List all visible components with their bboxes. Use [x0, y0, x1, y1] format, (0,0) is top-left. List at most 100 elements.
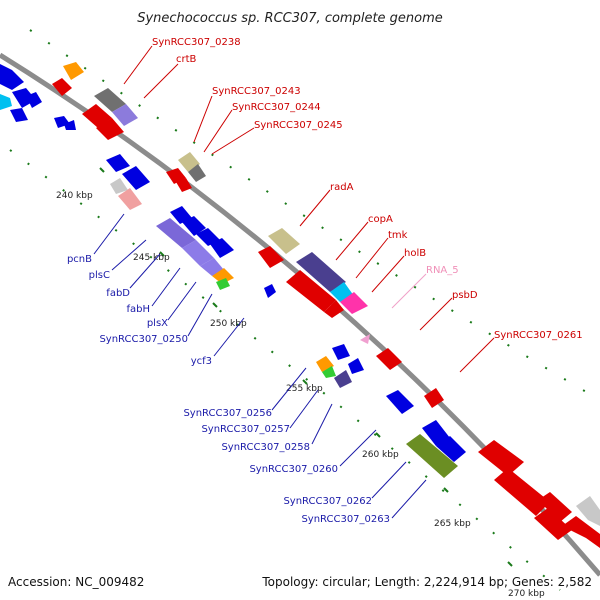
gene-cyan[interactable]	[0, 94, 12, 110]
gene-label[interactable]: SynRCC307_0257	[201, 424, 290, 435]
gene-label[interactable]: SynRCC307_0260	[249, 464, 338, 475]
leader-line	[299, 189, 331, 227]
gene-radA[interactable]	[268, 228, 300, 254]
topology-text: Topology: circular; Length: 2,224,914 bp…	[261, 575, 592, 589]
gene-label[interactable]: SynRCC307_0245	[254, 120, 343, 131]
gene-blue[interactable]	[0, 64, 24, 90]
gene-fabD[interactable]	[156, 218, 196, 248]
gene-label[interactable]: plsX	[147, 318, 168, 329]
kbp-label: 270 kbp	[508, 589, 545, 599]
gene-label[interactable]: fabH	[126, 304, 150, 315]
leader-line	[355, 237, 389, 279]
bottom-labels: pcnB plsC fabD fabH plsX SynRCC307_0250 …	[67, 254, 390, 525]
gene-SynRCC307_0238[interactable]	[63, 62, 84, 80]
gene-blue[interactable]	[182, 216, 206, 236]
gene-grey[interactable]	[94, 88, 126, 112]
gene-holB[interactable]	[340, 292, 368, 314]
leader-line	[391, 479, 427, 519]
gene-red[interactable]	[538, 492, 572, 522]
gene-plsC[interactable]	[118, 188, 142, 210]
gene-label[interactable]: SynRCC307_0261	[494, 330, 583, 341]
gene-label[interactable]: holB	[404, 248, 426, 259]
gene-SynRCC307_0262[interactable]	[406, 434, 458, 478]
gene-pcnB[interactable]	[110, 178, 128, 194]
gene-red-long[interactable]	[286, 270, 336, 312]
gene-label[interactable]: psbD	[452, 290, 478, 301]
gene-label[interactable]: RNA_5	[426, 265, 459, 276]
gene-label[interactable]: SynRCC307_0258	[221, 442, 310, 453]
gene-red[interactable]	[324, 300, 344, 318]
gene-SynRCC307_0250[interactable]	[212, 268, 234, 284]
gene-red[interactable]	[534, 508, 572, 540]
gene-red[interactable]	[424, 388, 444, 408]
leader-line	[419, 297, 453, 331]
gene-label[interactable]: SynRCC307_0250	[99, 334, 188, 345]
tick	[375, 432, 381, 438]
gene-label[interactable]: crtB	[176, 54, 197, 65]
gene-label[interactable]: SynRCC307_0243	[212, 86, 301, 97]
gene-blue[interactable]	[10, 108, 28, 122]
gene-SynRCC307_0258[interactable]	[334, 370, 352, 388]
gene-red-large[interactable]	[82, 104, 112, 128]
gene-label[interactable]: plsC	[89, 270, 110, 281]
leader-line	[187, 293, 213, 337]
gene-label[interactable]: copA	[368, 214, 393, 225]
gene-red[interactable]	[258, 246, 284, 268]
gene-label[interactable]: SynRCC307_0244	[232, 102, 321, 113]
gene-SynRCC307_0263[interactable]	[436, 436, 466, 462]
gene-label[interactable]: SynRCC307_0263	[301, 514, 390, 525]
gene-SynRCC307_0261[interactable]	[478, 440, 524, 476]
gene-label[interactable]: SynRCC307_0256	[183, 408, 272, 419]
gene-blue[interactable]	[106, 154, 130, 172]
bottom-leader-lines	[93, 213, 427, 519]
gene-blue[interactable]	[386, 390, 414, 414]
gene-small-red[interactable]	[52, 78, 72, 96]
gene-label[interactable]: fabD	[106, 288, 130, 299]
gene-blue[interactable]	[348, 358, 364, 374]
gene-label[interactable]: radA	[330, 182, 354, 193]
gene-green[interactable]	[216, 278, 230, 290]
gene-SynRCC307_0244[interactable]	[188, 164, 206, 182]
gene-fabH[interactable]	[182, 240, 214, 266]
gene-blue[interactable]	[332, 344, 350, 360]
gene-grey-light[interactable]	[576, 496, 600, 526]
leader-line	[213, 317, 245, 357]
leader-line	[311, 403, 333, 445]
gene-plsX[interactable]	[200, 258, 224, 276]
leader-line	[459, 337, 495, 373]
gene-copA[interactable]	[296, 252, 346, 292]
gene-label[interactable]: pcnB	[67, 254, 92, 265]
leader-line	[193, 95, 213, 143]
gene-ycf3[interactable]	[264, 284, 276, 298]
gene-red-long[interactable]	[494, 468, 550, 516]
gene-SynRCC307_0257[interactable]	[322, 366, 336, 378]
gene-blue[interactable]	[170, 206, 192, 224]
tick	[212, 302, 218, 308]
kbp-label: 265 kbp	[434, 519, 471, 529]
gene-label[interactable]: tmk	[388, 230, 408, 241]
gene-RNA_5[interactable]	[360, 334, 370, 344]
tick	[159, 251, 165, 257]
gene-blue[interactable]	[26, 92, 42, 108]
gene-label[interactable]: SynRCC307_0238	[152, 37, 241, 48]
leader-line	[129, 253, 161, 289]
tick	[507, 561, 513, 567]
gene-red[interactable]	[562, 516, 600, 548]
gene-blue[interactable]	[196, 228, 220, 246]
gene-blue[interactable]	[422, 420, 450, 446]
leader-line	[167, 281, 197, 321]
gene-blue[interactable]	[64, 120, 76, 130]
gene-crtB[interactable]	[112, 104, 138, 126]
gene-label[interactable]: ycf3	[191, 356, 212, 367]
gene-red-large[interactable]	[96, 118, 124, 140]
map-title: Synechococcus sp. RCC307, complete genom…	[137, 11, 443, 26]
gene-red-small[interactable]	[176, 178, 192, 192]
backbone-ticks	[99, 167, 513, 567]
gene-blue[interactable]	[210, 238, 234, 258]
leader-line	[143, 63, 179, 99]
gene-blue[interactable]	[122, 166, 150, 190]
gene-label[interactable]: SynRCC307_0262	[283, 496, 372, 507]
leader-line	[123, 45, 153, 85]
leader-line	[371, 461, 407, 499]
gene-psbD[interactable]	[376, 348, 402, 370]
